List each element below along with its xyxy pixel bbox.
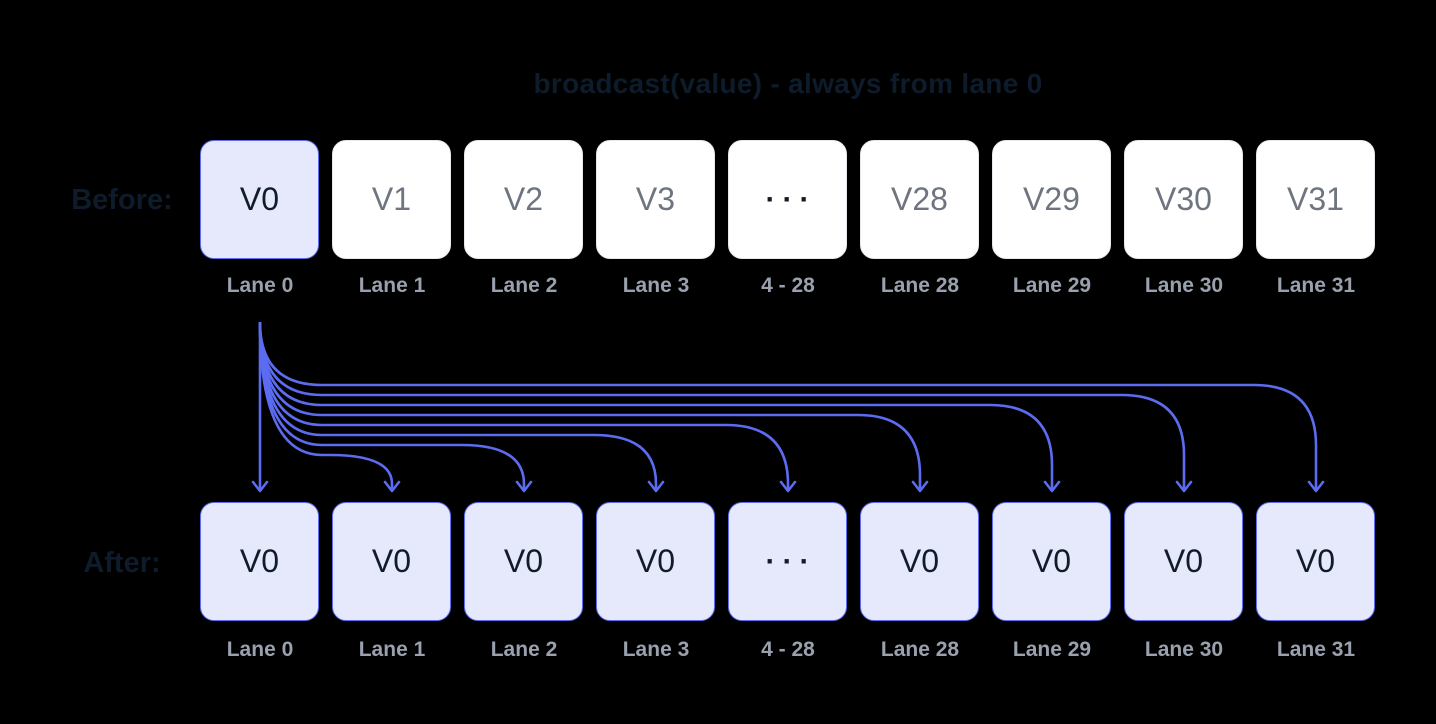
after-lane-label: Lane 30 <box>1144 638 1224 661</box>
before-value: V2 <box>503 181 544 217</box>
broadcast-arrow-lane-29 <box>258 321 1061 493</box>
broadcast-arrow-lane-3 <box>258 321 665 493</box>
after-value: V0 <box>635 543 676 579</box>
after-lane-label: 4 - 28 <box>761 638 815 661</box>
after-lane-label: Lane 31 <box>1276 638 1356 661</box>
before-cell-lane-2: V2 <box>464 140 583 259</box>
after-lane-label: Lane 3 <box>622 638 690 661</box>
after-value: V0 <box>371 543 412 579</box>
after-lane-label: Lane 28 <box>880 638 960 661</box>
before-cell-lane-31: V31 <box>1256 140 1375 259</box>
after-cell-lane-2: V0 <box>464 502 583 621</box>
broadcast-arrow-lane-1 <box>258 321 401 493</box>
before-value: V30 <box>1155 181 1212 217</box>
before-lane-label: Lane 0 <box>226 274 294 297</box>
broadcast-arrow-lane-31 <box>258 321 1325 493</box>
after-value: V0 <box>1163 543 1204 579</box>
before-lane-label: Lane 28 <box>880 274 960 297</box>
before-value: V1 <box>371 181 412 217</box>
after-value: V0 <box>899 543 940 579</box>
before-lane-label: Lane 31 <box>1276 274 1356 297</box>
after-value: V0 <box>239 543 280 579</box>
before-lane-label: 4 - 28 <box>761 274 815 297</box>
after-cell-lane-30: V0 <box>1124 502 1243 621</box>
after-cell-lane-0: V0 <box>200 502 319 621</box>
after-lane-label: Lane 0 <box>226 638 294 661</box>
after-row-label: After: <box>83 547 161 579</box>
before-cell-lane-29: V29 <box>992 140 1111 259</box>
before-cell-lane-30: V30 <box>1124 140 1243 259</box>
before-cell-lane-0: V0 <box>200 140 319 259</box>
before-cell-lane-1: V1 <box>332 140 451 259</box>
broadcast-arrow-4---28 <box>258 321 797 493</box>
after-value: V0 <box>503 543 544 579</box>
broadcast-arrow-lane-28 <box>258 321 929 493</box>
after-value: V0 <box>1295 543 1336 579</box>
after-cell-4---28: ··· <box>728 502 847 621</box>
broadcast-arrow-lane-30 <box>258 321 1193 493</box>
after-cell-lane-31: V0 <box>1256 502 1375 621</box>
before-lane-label: Lane 2 <box>490 274 558 297</box>
after-cell-lane-28: V0 <box>860 502 979 621</box>
after-cell-lane-3: V0 <box>596 502 715 621</box>
before-lane-label: Lane 1 <box>358 274 426 297</box>
before-value: V29 <box>1023 181 1080 217</box>
before-lane-label: Lane 29 <box>1012 274 1092 297</box>
before-value: V0 <box>239 181 280 217</box>
after-value: ··· <box>765 544 817 578</box>
before-value: V28 <box>891 181 948 217</box>
before-cell-lane-28: V28 <box>860 140 979 259</box>
before-lane-label: Lane 30 <box>1144 274 1224 297</box>
before-value: V31 <box>1287 181 1344 217</box>
before-value: V3 <box>635 181 676 217</box>
broadcast-arrow-lane-2 <box>258 321 533 493</box>
before-value: ··· <box>765 182 817 216</box>
before-lane-label: Lane 3 <box>622 274 690 297</box>
after-cell-lane-1: V0 <box>332 502 451 621</box>
after-cell-lane-29: V0 <box>992 502 1111 621</box>
after-lane-label: Lane 2 <box>490 638 558 661</box>
before-cell-4---28: ··· <box>728 140 847 259</box>
diagram-title: broadcast(value) - always from lane 0 <box>533 68 1043 99</box>
after-lane-label: Lane 29 <box>1012 638 1092 661</box>
after-value: V0 <box>1031 543 1072 579</box>
before-cell-lane-3: V3 <box>596 140 715 259</box>
before-row-label: Before: <box>71 184 173 216</box>
after-lane-label: Lane 1 <box>358 638 426 661</box>
